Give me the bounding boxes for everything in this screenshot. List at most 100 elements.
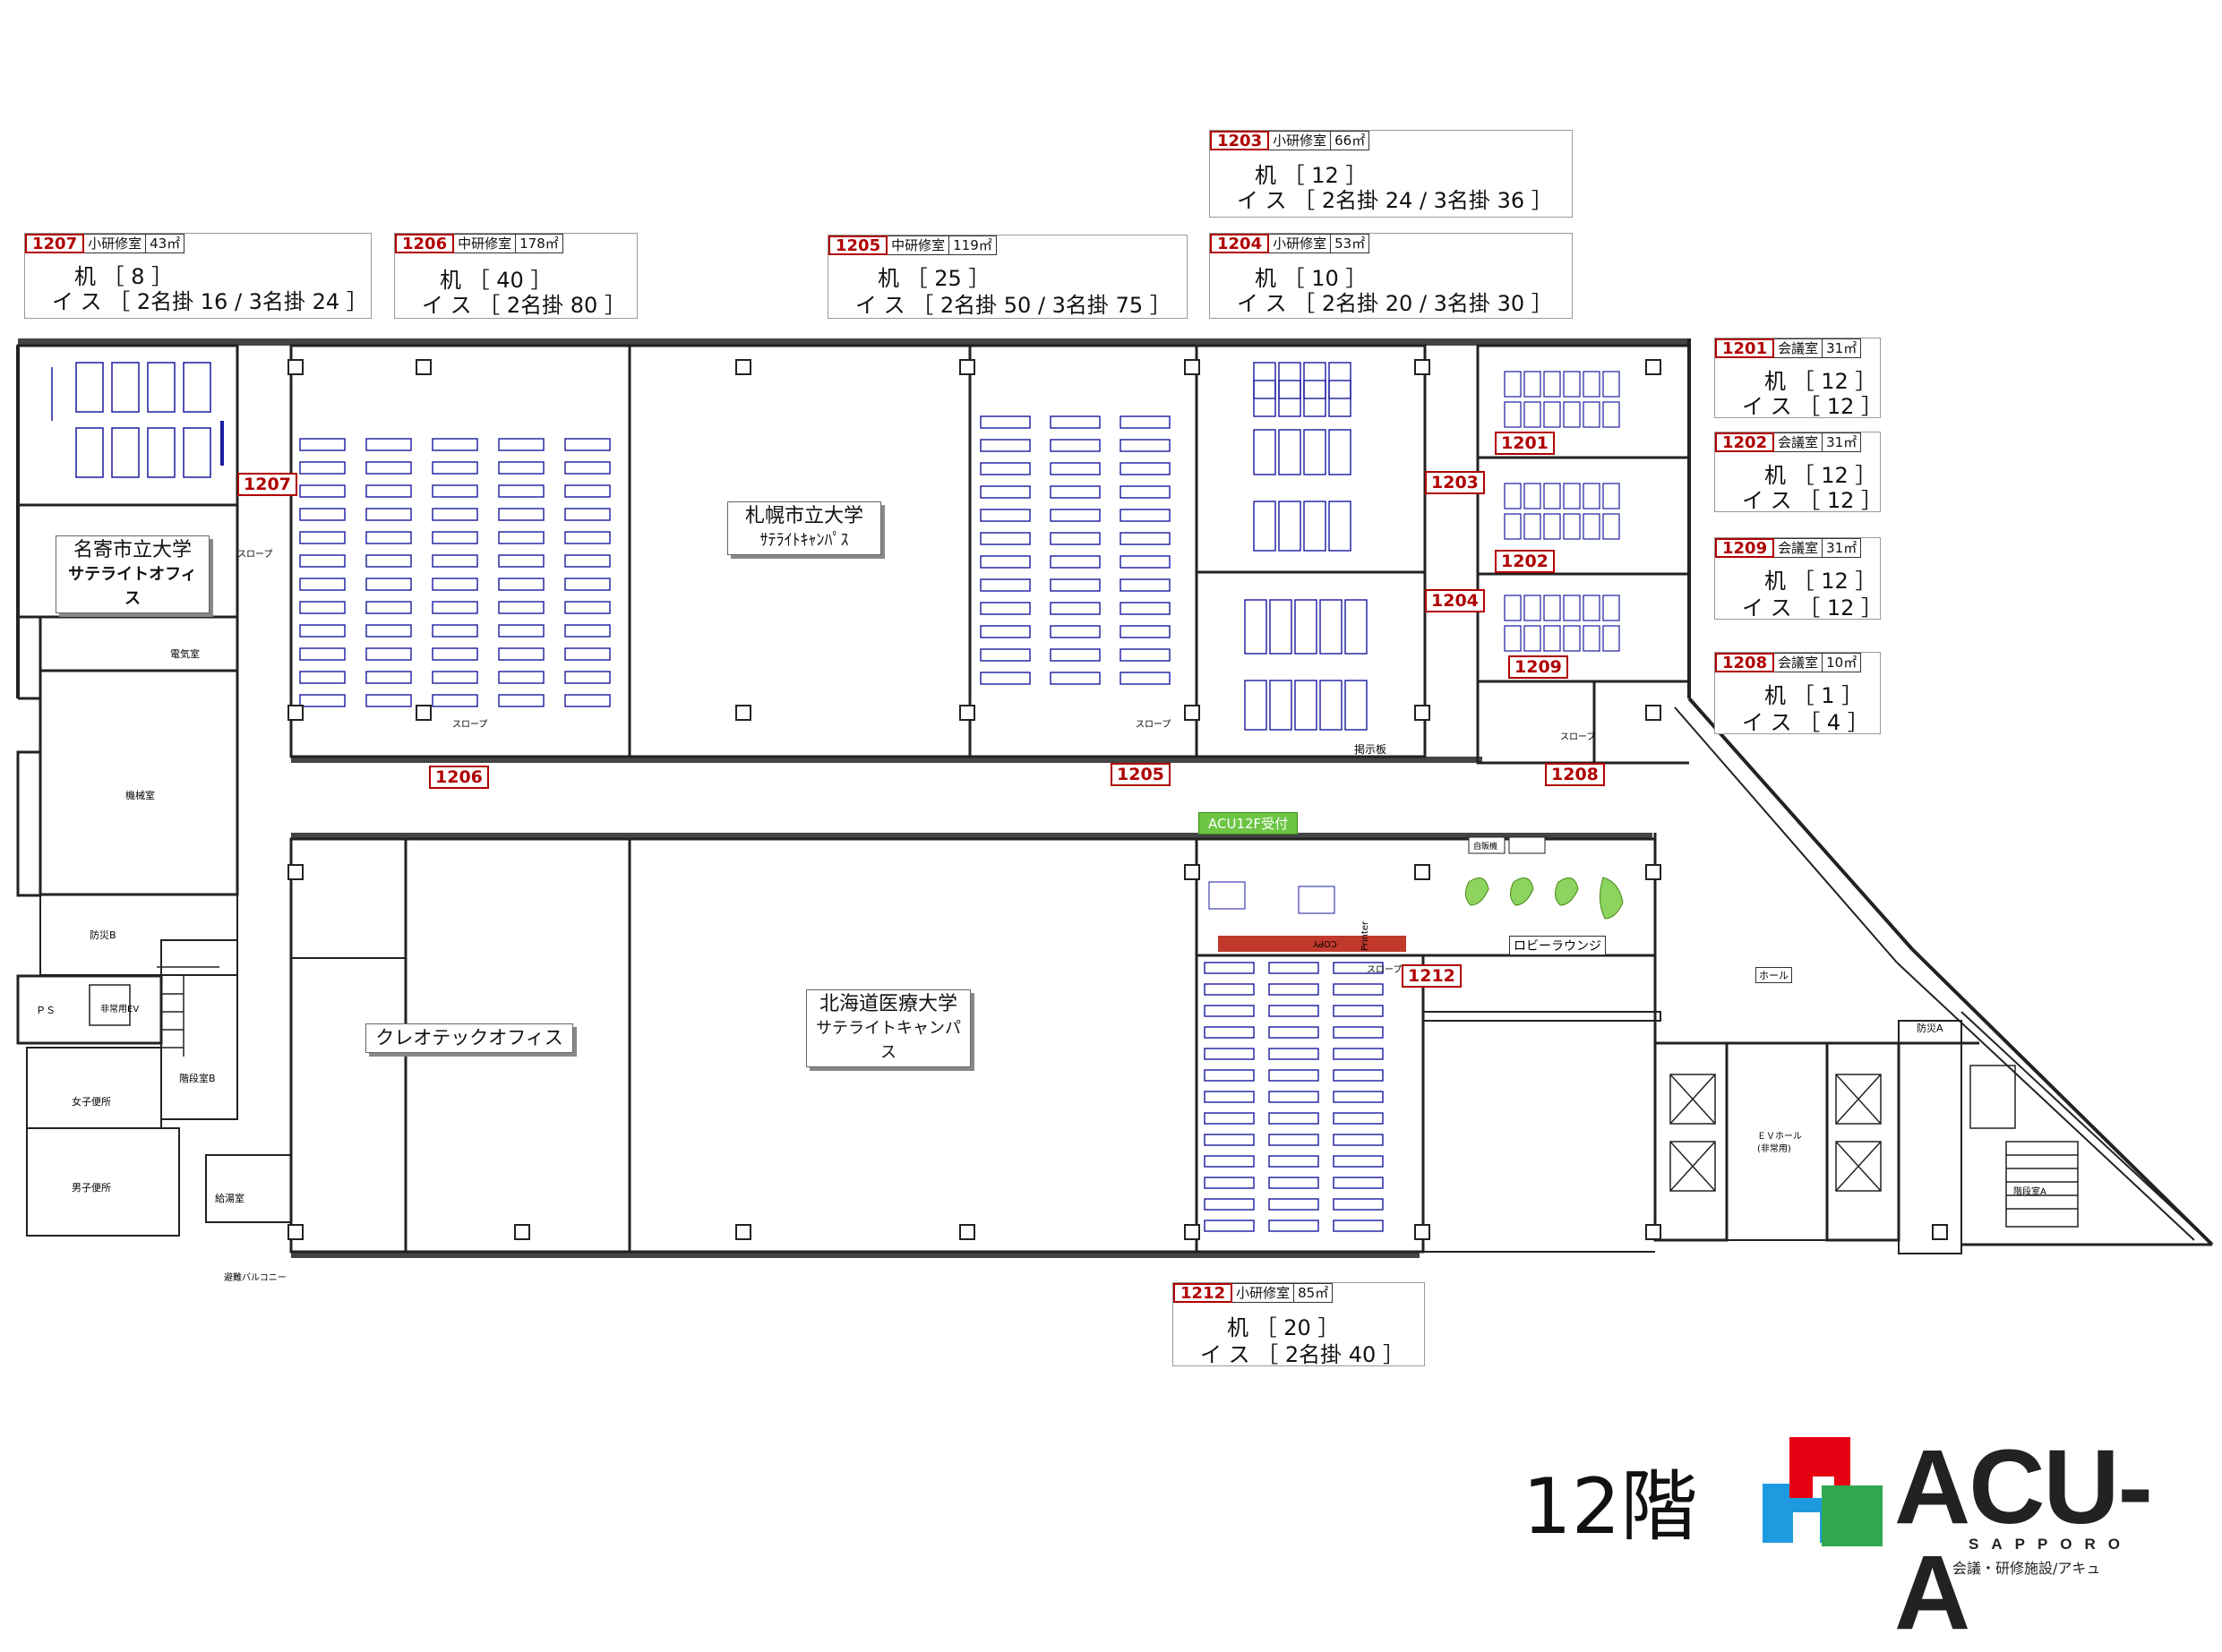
desk: [1328, 429, 1351, 475]
column: [959, 359, 975, 375]
desk-count: 机 ［ 12 ］: [1255, 163, 1368, 188]
desk: [980, 625, 1031, 638]
desk-count: 机 ［ 20 ］: [1227, 1315, 1340, 1340]
floor-label: 12階: [1523, 1462, 1698, 1552]
desk-count: 机 ［ 10 ］: [1255, 266, 1368, 291]
meeting-desk: [1602, 401, 1620, 428]
desk: [365, 578, 412, 591]
desk: [1269, 680, 1292, 731]
desk: [498, 484, 545, 498]
desk: [1303, 501, 1326, 552]
slope-label-5: スロープ: [1367, 965, 1403, 975]
desk: [980, 555, 1031, 569]
desk: [1268, 1005, 1319, 1017]
desk: [1050, 462, 1101, 475]
room-type: 会議室: [1774, 432, 1823, 452]
tenant-name: 札幌市立大学: [744, 505, 863, 527]
meeting-desk: [1563, 483, 1581, 509]
meeting-desk: [1583, 483, 1600, 509]
column: [959, 705, 975, 721]
room-number: 1206: [395, 234, 455, 253]
bousai-b-label: 防災B: [90, 929, 116, 941]
room-type: 小研修室: [1269, 234, 1332, 253]
desk: [299, 554, 346, 568]
desk: [432, 671, 478, 684]
room-number: 1207: [25, 234, 85, 253]
desk: [365, 484, 412, 498]
desk: [1050, 532, 1101, 545]
desk: [1333, 962, 1384, 974]
desk: [980, 602, 1031, 615]
desk: [1319, 599, 1343, 655]
room-area: 31㎡: [1823, 432, 1862, 452]
desk: [432, 601, 478, 614]
desk: [299, 671, 346, 684]
meeting-desk: [1602, 513, 1620, 540]
desk: [1050, 509, 1101, 522]
desk: [498, 531, 545, 544]
room-label-1206: 1206: [429, 766, 489, 789]
desk: [1050, 439, 1101, 452]
denki-label: 電気室: [170, 648, 200, 660]
column: [514, 1224, 530, 1240]
meeting-desk: [1523, 483, 1541, 509]
male-label: 男子便所: [72, 1182, 111, 1194]
meeting-desk: [1602, 483, 1620, 509]
column: [1645, 1224, 1661, 1240]
desk: [299, 508, 346, 521]
chair-count: イ ス ［ 2名掛 16 / 3名掛 24 ］: [52, 289, 368, 314]
desk: [1050, 602, 1101, 615]
room-area: 85㎡: [1294, 1283, 1334, 1303]
desk: [1333, 983, 1384, 996]
meeting-desk: [1602, 371, 1620, 398]
chair-count: イ ス ［ 12 ］: [1742, 488, 1883, 513]
desk: [1268, 1155, 1319, 1168]
column: [1645, 864, 1661, 880]
slope-label-1: スロープ: [237, 550, 273, 560]
room-label-1209: 1209: [1508, 655, 1568, 679]
desk: [1268, 1091, 1319, 1103]
desk: [1050, 485, 1101, 499]
slope-label-3: スロープ: [1136, 720, 1171, 730]
meeting-desk: [1583, 371, 1600, 398]
tenant-sapporo: 札幌市立大学 ｻﾃﾗｲﾄｷｬﾝﾊﾟｽ: [727, 501, 881, 555]
lobby-label: ロビーラウンジ: [1509, 936, 1606, 955]
meeting-desk: [1602, 595, 1620, 621]
desk: [432, 461, 478, 475]
desk: [1268, 1134, 1319, 1146]
room-area: 10㎡: [1823, 653, 1862, 672]
column: [287, 864, 304, 880]
lower-walls: [289, 833, 1661, 1258]
meeting-desk: [1583, 513, 1600, 540]
room-1203-1204-plan: [1195, 344, 1427, 758]
room-area: 178㎡: [516, 234, 563, 253]
room-number: 1209: [1715, 538, 1775, 558]
desk: [1204, 1177, 1255, 1189]
left-service-plan: [16, 503, 292, 1237]
desk: [432, 694, 478, 707]
meeting-desk: [1543, 625, 1561, 652]
desk: [1303, 380, 1326, 417]
desk: [1244, 680, 1267, 731]
desk: [1268, 1220, 1319, 1232]
desk: [299, 624, 346, 638]
room-1206-plan: [289, 344, 631, 758]
keijiban-label: 掲示板: [1354, 743, 1387, 756]
desk: [980, 648, 1031, 662]
desk: [498, 554, 545, 568]
column: [1414, 1224, 1430, 1240]
desk: [1120, 602, 1171, 615]
desk: [299, 694, 346, 707]
meeting-desk: [1543, 513, 1561, 540]
desk: [498, 461, 545, 475]
meeting-desk: [1602, 625, 1620, 652]
desk: [1204, 1155, 1255, 1168]
columns: [287, 359, 1948, 1240]
desk: [564, 601, 611, 614]
desk: [432, 438, 478, 451]
